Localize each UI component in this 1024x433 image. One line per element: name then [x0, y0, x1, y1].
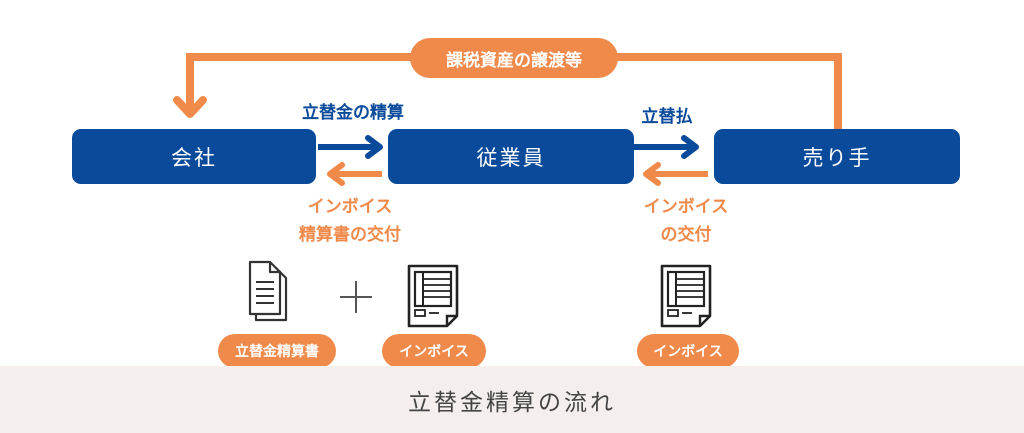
invoice-document-icon: [660, 264, 712, 328]
diagram-title: 立替金精算の流れ: [0, 366, 1024, 433]
statement-document-icon: [248, 260, 288, 322]
transfer-of-taxable-assets-label: 課税資産の譲渡等: [410, 38, 618, 78]
advance-payment-arrowhead: [681, 135, 699, 159]
invoice-issue-label-line1: インボイス: [643, 197, 729, 217]
company-node: 会社: [72, 129, 316, 184]
invoice-document-icon: [407, 264, 459, 328]
employee-node: 従業員: [388, 129, 634, 184]
invoice-statement-label-line1: インボイス: [307, 197, 393, 217]
invoice-issue-arrowhead: [643, 162, 661, 186]
invoice-label: インボイス: [382, 334, 486, 368]
invoice-label: インボイス: [637, 334, 739, 368]
seller-node: 売り手: [714, 129, 960, 184]
invoice-issue-label-line2: の交付: [660, 225, 712, 245]
reimbursement-label: 立替金の精算: [302, 103, 404, 123]
advance-payment-label: 立替払: [641, 107, 693, 127]
statement-label: 立替金精算書: [218, 334, 336, 368]
invoice-statement-label-line2: 精算書の交付: [299, 225, 401, 245]
invoice-statement-arrowhead: [327, 162, 345, 186]
top-loop-arrowhead: [173, 96, 207, 118]
reimbursement-arrowhead: [365, 135, 383, 159]
